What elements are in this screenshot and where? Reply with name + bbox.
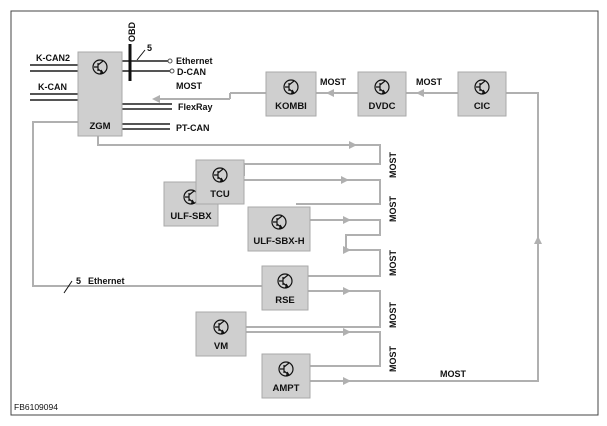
arrow-dvdc-kombi — [326, 89, 334, 97]
link-tcu-ulfsbxh — [244, 179, 381, 205]
unit-label-rse: RSE — [275, 295, 295, 306]
unit-ampt: AMPT — [261, 353, 311, 399]
obd-slash — [136, 49, 146, 61]
arrow-cic-dvdc — [416, 89, 424, 97]
most-port-label: MOST — [176, 81, 203, 91]
link-vm-ampt — [246, 331, 381, 367]
unit-label-tcu: TCU — [210, 189, 230, 200]
ethernet-slash — [63, 280, 73, 294]
unit-label-vm: VM — [214, 341, 228, 352]
transistor-icon — [212, 167, 228, 183]
kcan2-label: K-CAN2 — [36, 53, 70, 63]
link-ampt-cic — [310, 92, 539, 382]
arrow-vm-loop5 — [343, 328, 351, 336]
arrow-ampt-bottom — [343, 377, 351, 385]
flexray-label: FlexRay — [178, 102, 213, 112]
most-label-loop5: MOST — [388, 345, 398, 372]
most-label-bottom: MOST — [440, 369, 467, 379]
unit-kombi: KOMBI — [265, 71, 317, 117]
unit-vm: VM — [195, 311, 247, 357]
unit-label-ampt: AMPT — [273, 383, 300, 394]
transistor-icon — [277, 273, 293, 289]
most-label-loop1: MOST — [388, 151, 398, 178]
arrow-ulfsbxh-loop3 — [343, 216, 351, 224]
ethernet-terminal — [167, 58, 173, 64]
ethernet-count-label: 5 — [76, 276, 81, 286]
arrow-tcu-loop2 — [341, 176, 349, 184]
unit-label-dvdc: DVDC — [369, 101, 396, 112]
unit-cic: CIC — [457, 71, 507, 117]
link-ulfsbxh-loop3 — [296, 219, 381, 250]
obd-label: OBD — [127, 22, 137, 43]
most-label-loop2: MOST — [388, 195, 398, 222]
link-loop3-rse — [308, 249, 381, 277]
most-label-dvdc-cic: MOST — [416, 77, 443, 87]
arrow-loop3-rse — [343, 246, 351, 254]
dcan-label: D-CAN — [177, 67, 206, 77]
unit-ulfsbxh: ULF-SBX-H — [247, 206, 311, 252]
transistor-icon — [213, 319, 229, 335]
transistor-icon — [474, 79, 490, 95]
unit-tcu: TCU — [195, 159, 245, 205]
kcan-label: K-CAN — [38, 82, 67, 92]
dcan-terminal — [169, 68, 175, 74]
unit-label-ulfsbx: ULF-SBX — [170, 211, 212, 222]
obd-count-label: 5 — [147, 43, 152, 53]
unit-zgm: ZGM — [77, 51, 123, 137]
arrow-zgm-loop1 — [349, 141, 357, 149]
unit-label-ulfsbxh: ULF-SBX-H — [253, 236, 304, 247]
unit-box-ulfsbxh — [247, 206, 311, 252]
transistor-icon — [92, 59, 108, 75]
most-label-loop3: MOST — [388, 249, 398, 276]
unit-label-zgm: ZGM — [89, 121, 110, 132]
unit-label-cic: CIC — [474, 101, 491, 112]
arrow-kombi-zgm — [152, 95, 160, 103]
figure-reference: FB6109094 — [14, 402, 58, 412]
arrow-up-cic — [534, 236, 542, 244]
link-zgm-rse-ethernet — [32, 121, 262, 287]
most-label-kombi-dvdc: MOST — [320, 77, 347, 87]
unit-dvdc: DVDC — [357, 71, 407, 117]
transistor-icon — [271, 214, 287, 230]
unit-label-kombi: KOMBI — [275, 101, 307, 112]
transistor-icon — [278, 361, 294, 377]
ethernet-link-label: Ethernet — [88, 276, 125, 286]
ptcan-label: PT-CAN — [176, 123, 210, 133]
transistor-icon — [283, 79, 299, 95]
ethernet-port-label: Ethernet — [176, 56, 213, 66]
diagram-frame — [10, 10, 599, 416]
unit-box-zgm — [77, 51, 123, 137]
most-label-loop4: MOST — [388, 301, 398, 328]
transistor-icon — [374, 79, 390, 95]
arrow-rse-loop4 — [343, 287, 351, 295]
unit-rse: RSE — [261, 265, 309, 311]
